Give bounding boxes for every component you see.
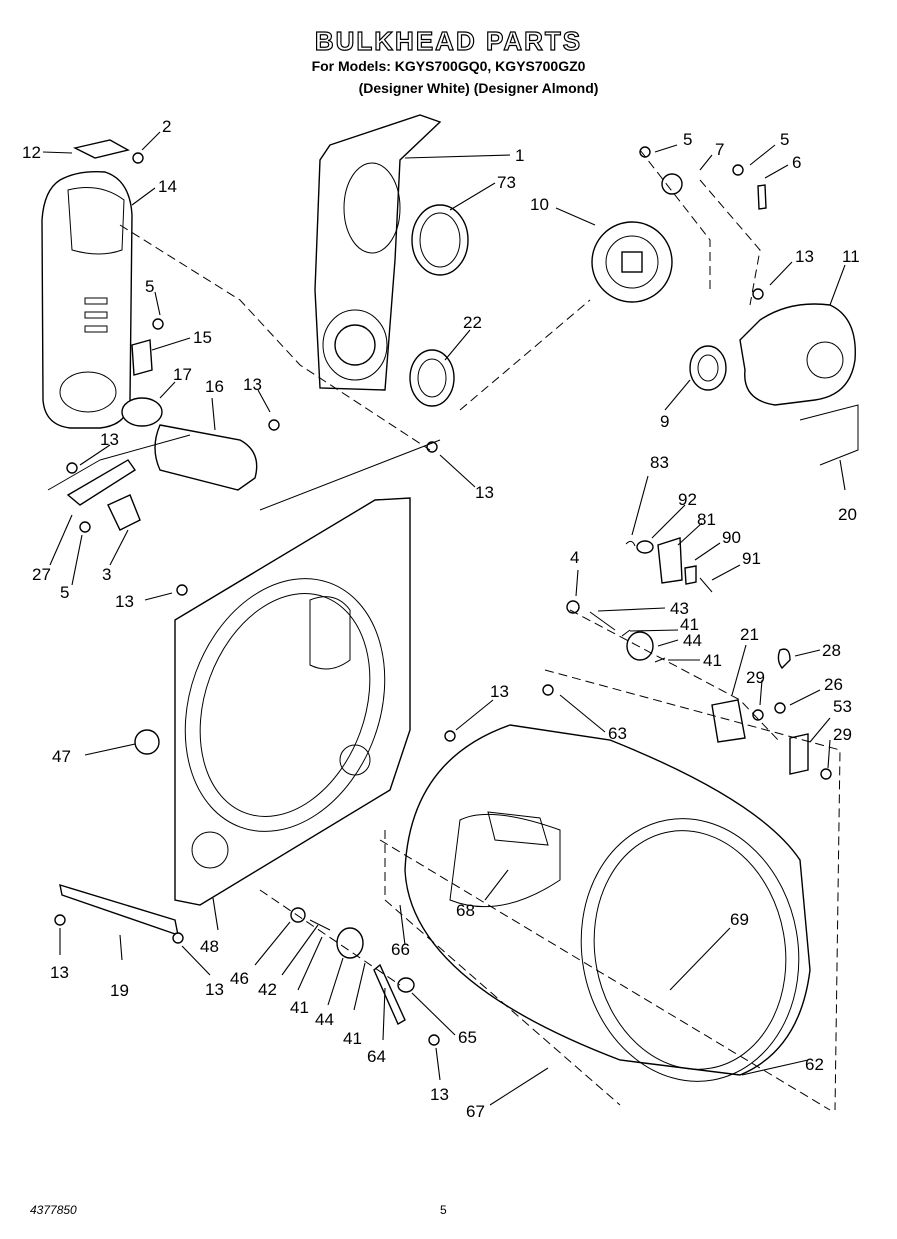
page-title: BULKHEAD PARTS [314,25,583,56]
callout-part-13-h: 13 [205,980,224,999]
callout-part-41-a: 41 [680,615,699,634]
document-number: 4377850 [30,1203,77,1217]
callout-part-3: 3 [102,565,111,584]
callout-part-12: 12 [22,143,41,162]
callout-part-66: 66 [391,940,410,959]
finish-colors: (Designer White) (Designer Almond) [358,80,599,96]
callout-part-81: 81 [697,510,716,529]
callout-part-65: 65 [458,1028,477,1047]
callout-part-41-b: 41 [703,651,722,670]
callout-part-20: 20 [838,505,857,524]
callout-part-19: 19 [110,981,129,1000]
callout-part-48: 48 [200,937,219,956]
callout-part-73: 73 [497,173,516,192]
callout-part-67: 67 [466,1102,485,1121]
callout-part-15: 15 [193,328,212,347]
callout-part-69: 69 [730,910,749,929]
callout-part-13-f: 13 [490,682,509,701]
callout-part-9: 9 [660,412,669,431]
filter-housing-part [41,170,133,429]
callout-part-5-b: 5 [780,130,789,149]
callout-part-90: 90 [722,528,741,547]
callout-part-64: 64 [367,1047,386,1066]
callout-part-13-g: 13 [430,1085,449,1104]
callout-part-5-a: 5 [683,130,692,149]
callout-part-92: 92 [678,490,697,509]
callout-part-42: 42 [258,980,277,999]
callout-part-62: 62 [805,1055,824,1074]
callout-part-21: 21 [740,625,759,644]
callout-part-28: 28 [822,641,841,660]
callout-part-13-a: 13 [795,247,814,266]
callout-part-91: 91 [742,549,761,568]
callout-part-44-b: 44 [315,1010,334,1029]
callout-part-41-d: 41 [343,1029,362,1048]
callout-part-5-c: 5 [145,277,154,296]
callout-part-6: 6 [792,153,801,172]
callout-part-4: 4 [570,548,579,567]
callout-part-41-c: 41 [290,998,309,1017]
callout-part-68: 68 [456,901,475,920]
callout-part-47: 47 [52,747,71,766]
page-number: 5 [440,1203,447,1217]
callout-part-29-a: 29 [746,668,765,687]
callout-part-5-d: 5 [60,583,69,602]
callout-part-2: 2 [162,117,171,136]
callout-part-43: 43 [670,599,689,618]
callout-part-46: 46 [230,969,249,988]
callout-part-83: 83 [650,453,669,472]
callout-part-44-a: 44 [683,631,702,650]
callout-part-14: 14 [158,177,177,196]
callout-part-22: 22 [463,313,482,332]
model-numbers: For Models: KGYS700GQ0, KGYS700GZ0 [311,58,586,74]
blower-wheel-part [591,221,673,303]
callout-part-16: 16 [205,377,224,396]
callout-part-53: 53 [833,697,852,716]
callout-part-26: 26 [824,675,843,694]
bulkhead-panel-part [174,497,411,906]
callout-part-1: 1 [515,146,524,165]
callout-part-13-i: 13 [50,963,69,982]
callout-part-63: 63 [608,724,627,743]
callout-part-17: 17 [173,365,192,384]
blower-housing-part [314,114,442,391]
callout-part-10: 10 [530,195,549,214]
callout-part-13-b: 13 [243,375,262,394]
drum-part [404,724,811,1082]
callout-part-11: 11 [842,247,860,266]
callout-part-13-d: 13 [475,483,494,502]
callout-part-13-c: 13 [100,430,119,449]
callout-part-27: 27 [32,565,51,584]
callout-part-7: 7 [715,140,724,159]
callout-part-13-e: 13 [115,592,134,611]
callout-part-29-b: 29 [833,725,852,744]
